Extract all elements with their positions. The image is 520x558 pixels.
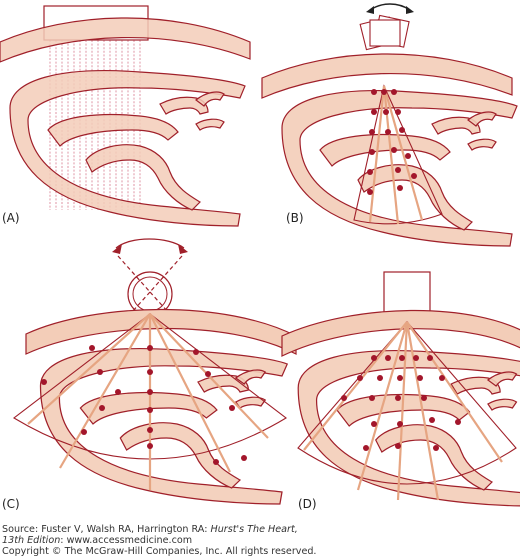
echo-points [367,89,417,195]
source-prefix: Source: Fuster V, Walsh RA, Harrington R… [2,524,211,535]
panel-label-b: (B) [286,211,304,225]
panel-label-c: (C) [2,497,20,511]
arrowhead-right [178,244,188,254]
edition-suffix: : www.accessmedicine.com [60,535,193,546]
panel-label-a: (A) [2,211,20,225]
arrowhead-right [406,6,414,14]
source-title: Hurst's The Heart, [210,524,298,535]
ultrasound-scanning-diagram: (A) [0,3,520,511]
sweep-dashed-lines [117,255,183,313]
chest-wall [281,309,520,357]
rocking-arrow [369,3,411,11]
chest-wall [25,308,297,355]
scan-lines [303,321,503,501]
panel-label-d: (D) [298,497,317,511]
heart-cross-section [297,350,520,507]
sector-scan-outline [297,321,517,485]
panel-b: (B) [261,3,518,247]
panel-a: (A) [0,5,251,227]
edition-line: 13th Edition: www.accessmedicine.com [2,535,192,546]
panel-d: (D) [281,271,520,511]
scan-lines [368,85,424,225]
rotating-transducer-inner [132,276,168,312]
edition-text: 13th Edition [2,535,61,546]
heart-cross-section [39,347,288,505]
heart-cross-section [9,70,246,227]
sweep-arc-arrow [115,238,185,249]
echo-points [41,345,247,465]
copyright-line: Copyright © The McGraw-Hill Companies, I… [2,546,317,557]
echo-points [341,355,461,451]
source-line: Source: Fuster V, Walsh RA, Harrington R… [2,524,298,535]
tilting-transducer [359,14,410,51]
arrowhead-left [112,244,122,254]
panel-c: (C) [2,238,297,511]
arrowhead-left [366,6,374,14]
